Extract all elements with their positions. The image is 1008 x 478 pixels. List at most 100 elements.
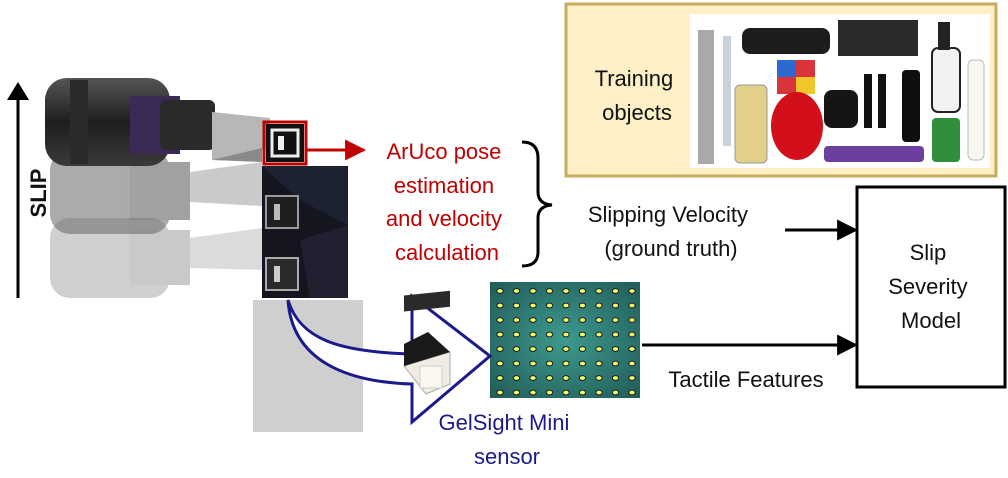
aruco-line-4: calculation bbox=[395, 240, 499, 265]
gel-marker-dot bbox=[545, 389, 554, 396]
gel-marker-dot bbox=[545, 302, 554, 309]
gel-marker-dot bbox=[529, 360, 537, 367]
model-line-2: Severity bbox=[888, 274, 967, 299]
gel-marker-dot bbox=[562, 288, 570, 294]
gel-marker-dot bbox=[628, 389, 636, 396]
sensor-label: GelSight Mini sensor bbox=[439, 410, 576, 469]
gel-marker-dot bbox=[578, 389, 587, 396]
gel-marker-dot bbox=[578, 317, 587, 323]
training-label: Training objects bbox=[595, 66, 680, 125]
gel-marker-dot bbox=[529, 288, 537, 294]
gel-marker-dot bbox=[496, 288, 504, 294]
gel-marker-dot bbox=[595, 375, 603, 381]
gel-marker-dot bbox=[578, 302, 587, 309]
gel-marker-dot bbox=[578, 375, 587, 381]
gel-marker-dot bbox=[512, 346, 521, 352]
training-line-2: objects bbox=[602, 100, 672, 125]
gel-marker-dot bbox=[611, 389, 620, 396]
gel-marker-dot bbox=[611, 360, 620, 367]
gel-marker-dot bbox=[496, 302, 504, 309]
gel-marker-dot bbox=[595, 302, 603, 309]
slip-severity-model-box: Slip Severity Model bbox=[855, 185, 1007, 389]
gel-marker-dot bbox=[496, 360, 504, 367]
gel-marker-dot bbox=[529, 317, 537, 323]
model-line-1: Slip bbox=[910, 240, 947, 265]
gel-marker-dot bbox=[529, 346, 537, 352]
tactile-marker-image bbox=[490, 282, 640, 398]
curly-brace bbox=[521, 140, 553, 268]
gel-marker-dot bbox=[529, 375, 537, 381]
gel-marker-dot bbox=[529, 389, 537, 396]
gel-marker-dot bbox=[496, 331, 504, 338]
gel-marker-dot bbox=[578, 346, 587, 352]
tactile-label: Tactile Features bbox=[668, 367, 823, 392]
aruco-line-2: estimation bbox=[394, 173, 494, 198]
aruco-line-1: ArUco pose bbox=[386, 139, 501, 164]
sensor-line-2: sensor bbox=[474, 444, 540, 469]
aruco-line-3: and velocity bbox=[386, 206, 502, 231]
gel-marker-dot bbox=[545, 288, 554, 294]
gel-marker-dot bbox=[578, 360, 587, 367]
gel-marker-dot bbox=[628, 375, 636, 381]
gel-marker-dot bbox=[595, 389, 603, 396]
gel-marker-dot bbox=[512, 389, 521, 396]
aruco-label: ArUco pose estimation and velocity calcu… bbox=[386, 139, 508, 265]
velocity-line-1: Slipping Velocity bbox=[588, 202, 748, 227]
velocity-line-2: (ground truth) bbox=[604, 236, 737, 261]
gel-marker-dot bbox=[562, 302, 570, 309]
velocity-label: Slipping Velocity (ground truth) bbox=[588, 202, 754, 261]
gel-marker-dot bbox=[628, 360, 636, 367]
gel-marker-dot bbox=[545, 375, 554, 381]
gel-marker-dot bbox=[545, 360, 554, 367]
gel-marker-dot bbox=[512, 288, 521, 294]
gel-marker-dot bbox=[595, 288, 603, 294]
gel-marker-dot bbox=[562, 389, 570, 396]
gel-marker-dot bbox=[595, 331, 603, 338]
gel-marker-dot bbox=[611, 317, 620, 323]
gel-marker-dot bbox=[512, 375, 521, 381]
gel-marker-dot bbox=[562, 375, 570, 381]
sensor-line-1: GelSight Mini bbox=[439, 410, 570, 435]
model-line-3: Model bbox=[901, 308, 961, 333]
gel-marker-dot bbox=[512, 360, 521, 367]
gel-marker-dot bbox=[628, 288, 636, 294]
slip-arrow bbox=[7, 82, 29, 298]
gel-marker-dot bbox=[545, 317, 554, 323]
gel-marker-dot bbox=[595, 360, 603, 367]
gel-marker-dot bbox=[562, 317, 570, 323]
gel-marker-dot bbox=[611, 375, 620, 381]
gel-marker-dot bbox=[529, 331, 537, 338]
gel-marker-dot bbox=[595, 317, 603, 323]
gel-marker-dot bbox=[562, 331, 570, 338]
gel-marker-dot bbox=[496, 389, 504, 396]
gel-marker-dot bbox=[496, 346, 504, 352]
gel-marker-dot bbox=[562, 360, 570, 367]
model-label: Slip Severity Model bbox=[888, 240, 974, 333]
training-objects-panel: Training objects bbox=[564, 2, 998, 178]
gel-marker-dot bbox=[611, 288, 620, 294]
aruco-marker-highlight bbox=[262, 120, 308, 166]
gelsight-sensor-image bbox=[403, 290, 451, 395]
gel-marker-dot bbox=[595, 346, 603, 352]
gel-marker-dot bbox=[512, 331, 521, 338]
gel-marker-dot bbox=[611, 346, 620, 352]
gel-marker-dot bbox=[562, 346, 570, 352]
gel-marker-dot bbox=[611, 331, 620, 338]
sensor-flow-arrow bbox=[286, 292, 493, 426]
gel-marker-dot bbox=[628, 302, 636, 309]
gel-marker-dot bbox=[545, 331, 554, 338]
gel-marker-dot bbox=[628, 317, 636, 323]
gel-marker-dot bbox=[628, 346, 636, 352]
gel-marker-dot bbox=[628, 331, 636, 338]
gel-marker-dot bbox=[496, 375, 504, 381]
gel-marker-dot bbox=[578, 288, 587, 294]
gel-marker-dot bbox=[512, 302, 521, 309]
gel-marker-dot bbox=[496, 317, 504, 323]
gel-marker-dot bbox=[529, 302, 537, 309]
gel-marker-dot bbox=[578, 331, 587, 338]
gel-marker-dot bbox=[512, 317, 521, 323]
robot-gripper-image bbox=[45, 78, 363, 432]
slip-label: SLIP bbox=[26, 169, 51, 218]
training-objects-photo bbox=[690, 14, 990, 168]
